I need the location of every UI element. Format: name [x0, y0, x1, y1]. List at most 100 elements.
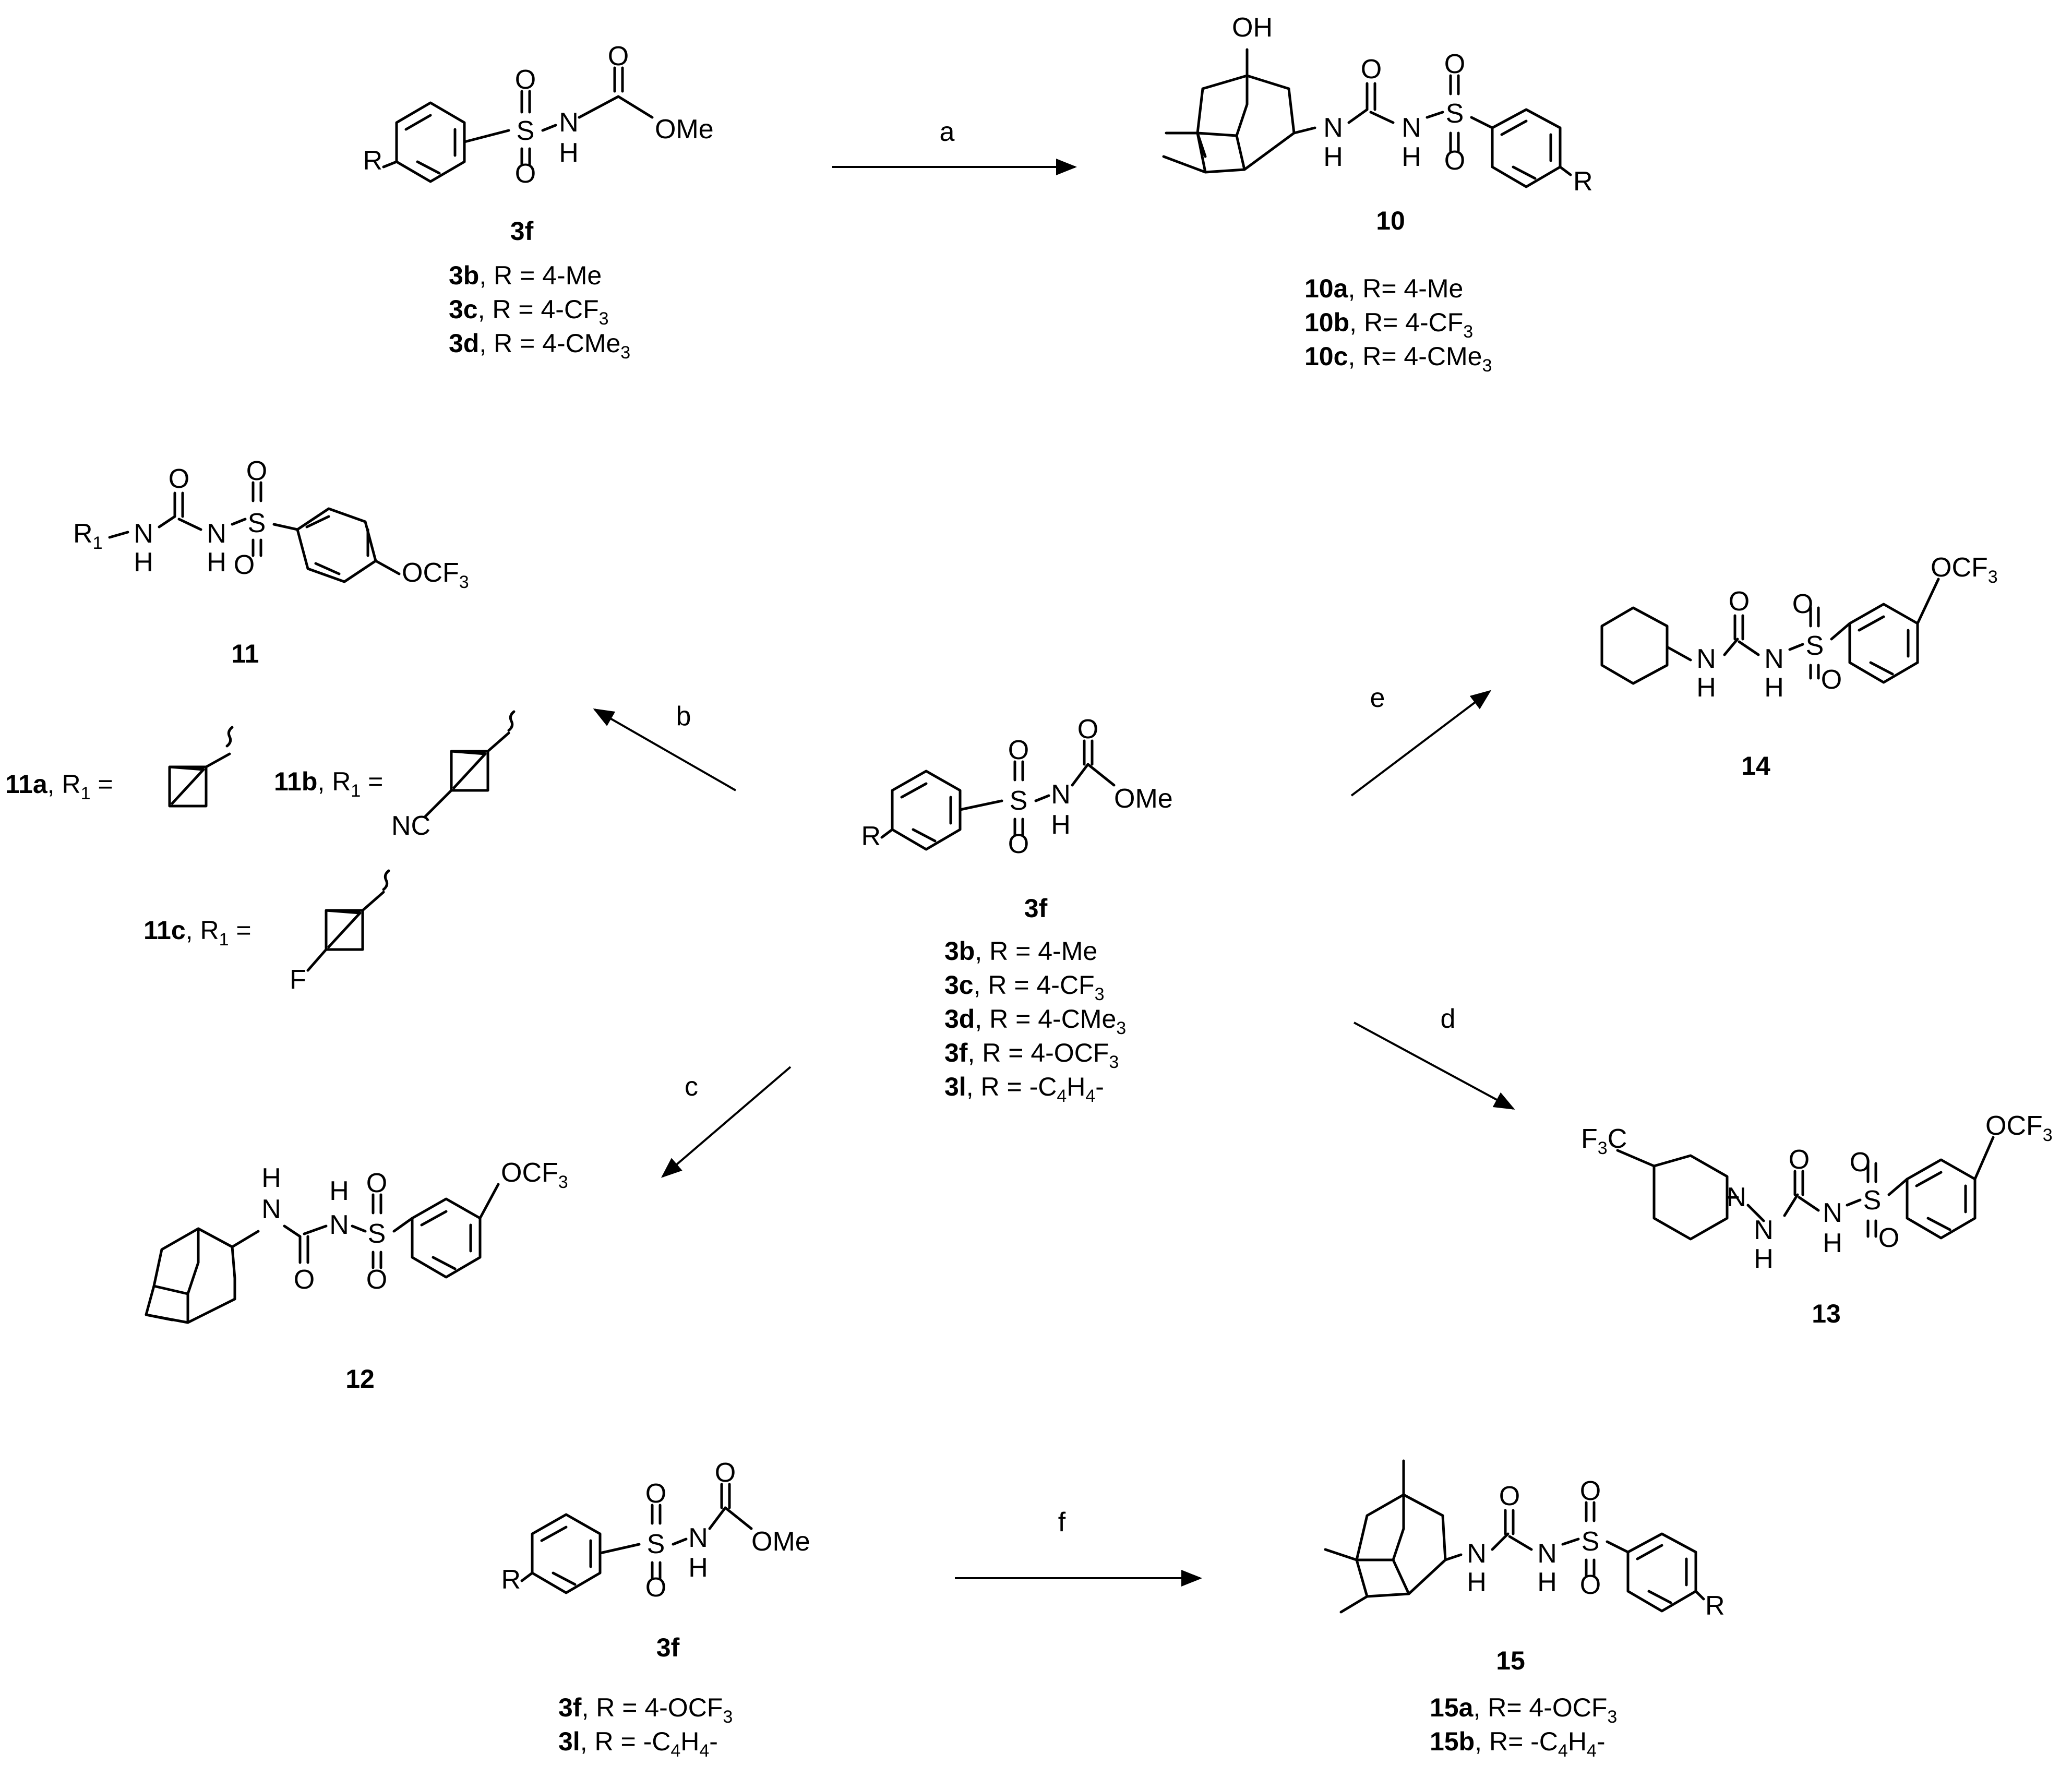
benzene-ring	[411, 1197, 482, 1279]
atom-N: N	[1727, 1182, 1746, 1212]
atom-H: H	[1051, 810, 1071, 840]
atom-H: H	[688, 1553, 708, 1583]
atom-O: O	[1499, 1481, 1520, 1511]
atom-N: N	[1402, 113, 1421, 143]
atom-H: H	[261, 1163, 281, 1193]
benzene-ring	[1848, 603, 1919, 684]
cmp-id: 10b	[1304, 308, 1349, 337]
atom-O: O	[1361, 54, 1382, 85]
atom-O: O	[1878, 1223, 1899, 1253]
product-12-structure: N H O N H S O O OCF3	[145, 1158, 568, 1324]
attachment-wavy-icon	[507, 710, 516, 732]
atom-OCF3: OCF3	[402, 558, 469, 592]
atom-R: R	[1573, 166, 1593, 197]
atom-O: O	[294, 1265, 315, 1295]
r-desc: , R = 4-Me	[479, 261, 602, 290]
reagent-label: a	[940, 117, 955, 147]
atom-O: O	[515, 159, 536, 189]
atom-OCF3: OCF3	[1931, 552, 1998, 587]
atom-S: S	[517, 116, 535, 146]
svg-text:3b, R = 4-Me: 3b, R = 4-Me	[944, 936, 1097, 966]
atom-O: O	[169, 464, 189, 494]
atom-H: H	[1323, 142, 1343, 172]
atom-O: O	[1580, 1476, 1601, 1506]
atom-H: H	[207, 547, 226, 578]
compound-label: 3f	[656, 1633, 680, 1662]
subscript: 3	[620, 343, 630, 363]
atom-H: H	[329, 1176, 349, 1206]
compound-label: 13	[1812, 1299, 1841, 1328]
arrow-e	[1350, 690, 1492, 797]
cmp-id: 3b	[449, 261, 479, 290]
atom-R: R	[861, 821, 881, 851]
cmp-id: 10c	[1304, 342, 1348, 371]
svg-text:3c, R = 4-CF3: 3c, R = 4-CF3	[944, 970, 1105, 1004]
product-11-structure: R1 N H O N H S O O OCF3	[73, 456, 469, 592]
svg-text:3l, R = -C4H4-: 3l, R = -C4H4-	[558, 1727, 718, 1761]
svg-text:10b, R= 4-CF3: 10b, R= 4-CF3	[1304, 308, 1473, 342]
atom-N: N	[329, 1210, 349, 1240]
sm-bottom-left-structure: R S O O N H O OMe	[501, 1458, 810, 1603]
r1-option-11b: 11b, R1 = NC	[274, 710, 516, 841]
atom-O: O	[645, 1479, 666, 1509]
svg-text:3b, R = 4-Me: 3b, R = 4-Me	[449, 261, 602, 290]
cmp-id: 3c	[449, 295, 478, 324]
piperidine-ring	[1616, 1149, 1729, 1241]
atom-H: H	[1537, 1567, 1557, 1597]
atom-O: O	[234, 550, 255, 580]
product-14-structure: N H O N H S O O OCF3	[1600, 552, 1998, 703]
atom-OMe: OMe	[655, 114, 714, 145]
r-desc: , R = 4-CF	[478, 295, 599, 324]
atom-N: N	[207, 519, 226, 549]
atom-N: N	[688, 1523, 708, 1553]
atom-H: H	[134, 547, 153, 578]
atom-OMe: OMe	[1114, 784, 1173, 814]
atom-H: H	[559, 138, 579, 168]
atom-S: S	[248, 508, 266, 538]
atom-OH: OH	[1232, 13, 1273, 43]
atom-F3C: F3C	[1581, 1124, 1627, 1158]
svg-text:3d, R = 4-CMe3: 3d, R = 4-CMe3	[449, 329, 630, 363]
r-desc: , R= 4-CF	[1349, 308, 1463, 337]
atom-N: N	[1323, 113, 1343, 143]
compound-label: 3f	[1024, 894, 1048, 923]
substituent-list-bottom-left: 3f, R = 4-OCF3 3l, R = -C4H4-	[558, 1693, 733, 1761]
compound-label: 12	[345, 1364, 375, 1393]
atom-H: H	[1402, 142, 1421, 172]
atom-N: N	[1764, 644, 1784, 674]
product-15-structure: N H O N H S O O R	[1324, 1459, 1725, 1621]
atom-S: S	[647, 1529, 665, 1559]
atom-O: O	[246, 456, 267, 486]
atom-O: O	[1789, 1145, 1810, 1175]
product-13-structure: F3C N N H O N H S O O OCF3	[1581, 1111, 2053, 1274]
atom-H: H	[1764, 672, 1784, 703]
atom-S: S	[1446, 99, 1464, 129]
atom-S: S	[368, 1219, 386, 1249]
atom-F: F	[290, 965, 306, 995]
atom-N: N	[1823, 1198, 1842, 1228]
svg-text:15b, R= -C4H4-: 15b, R= -C4H4-	[1430, 1727, 1606, 1761]
atom-O: O	[1729, 586, 1750, 617]
cyclohexyl-ring	[1600, 606, 1669, 685]
attachment-wavy-icon	[382, 869, 390, 891]
r1-option-11a: 11a, R1 =	[5, 726, 234, 808]
atom-S: S	[1582, 1527, 1600, 1557]
r-desc: , R= 4-Me	[1348, 274, 1463, 303]
atom-N: N	[134, 519, 153, 549]
r1-option-11c: 11c, R1 = F	[143, 869, 390, 995]
atom-R: R	[363, 146, 382, 176]
atom-N: N	[1537, 1539, 1557, 1569]
svg-text:15a, R= 4-OCF3: 15a, R= 4-OCF3	[1430, 1693, 1617, 1727]
compound-label: 10	[1376, 206, 1405, 235]
svg-text:10a, R= 4-Me: 10a, R= 4-Me	[1304, 274, 1463, 303]
atom-S: S	[1010, 786, 1028, 816]
sm-center-structure: R S O O N H O OMe	[861, 714, 1172, 859]
atom-O: O	[1444, 49, 1465, 79]
atom-NC: NC	[391, 811, 430, 841]
r-desc: , R = 4-CMe	[479, 329, 620, 358]
cmp-id: 3d	[449, 329, 479, 358]
atom-R1: R1	[73, 519, 102, 553]
compound-label: 11	[232, 639, 259, 668]
atom-O: O	[1792, 589, 1813, 619]
